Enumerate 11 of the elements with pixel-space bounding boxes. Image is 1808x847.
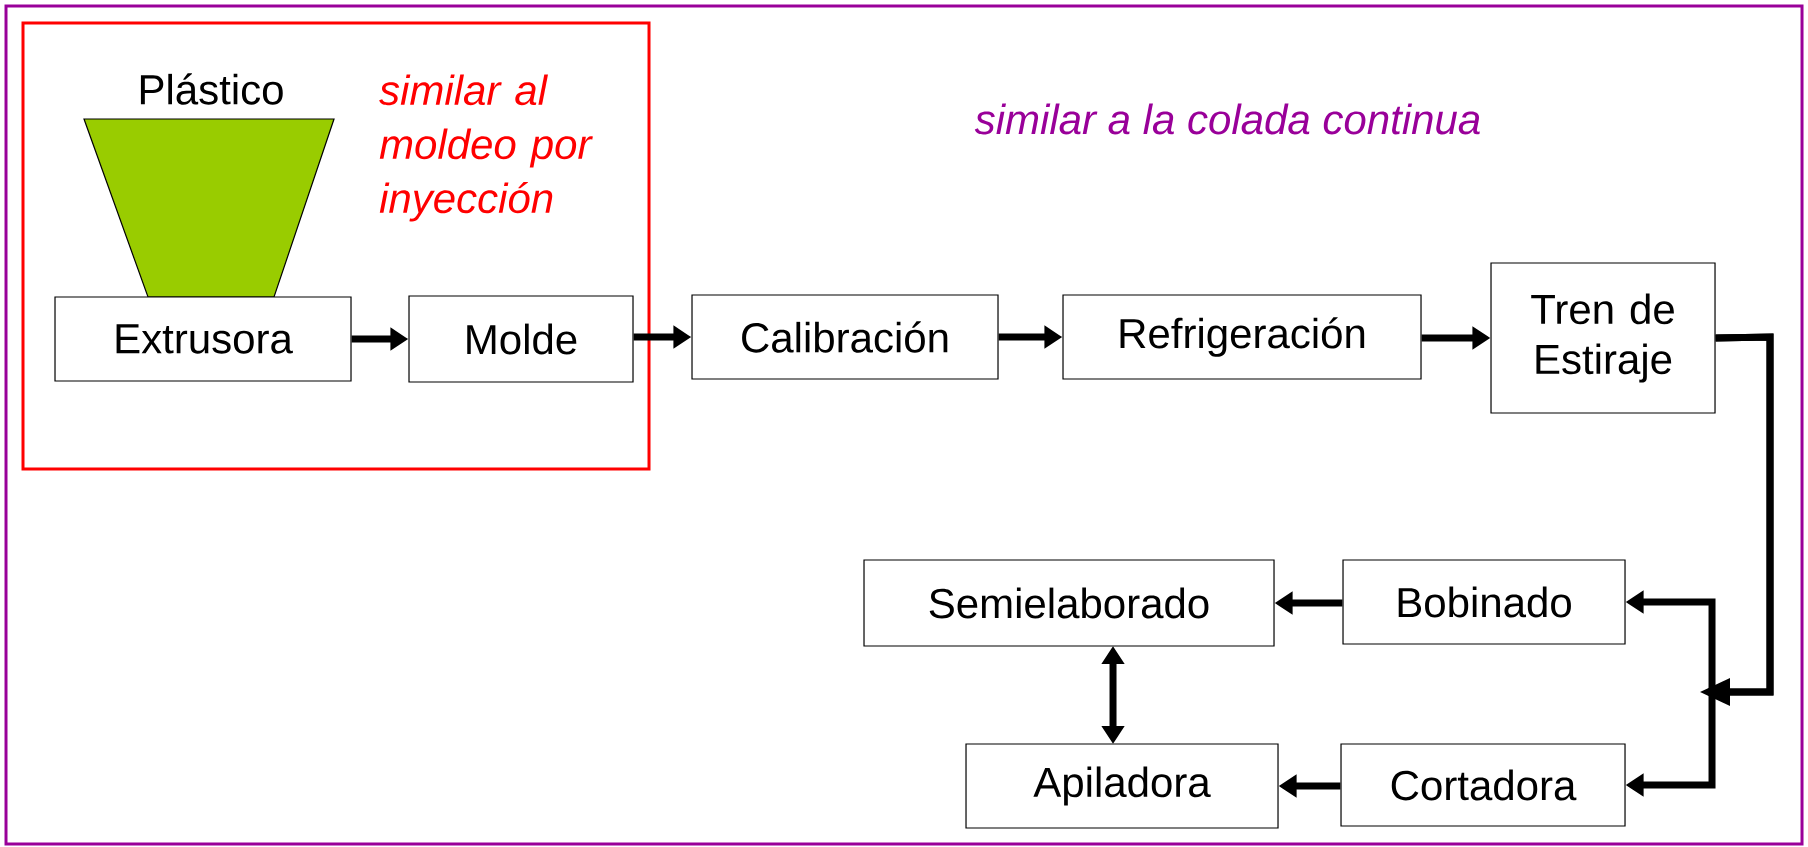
process-box: Calibración <box>691 294 999 380</box>
process-box: Refrigeración <box>1062 294 1422 380</box>
process-box: Tren de Estiraje <box>1490 262 1716 414</box>
process-box: Apiladora <box>965 743 1279 829</box>
process-box: Molde <box>408 295 634 383</box>
node-label: Plástico <box>140 73 283 105</box>
process-box: Bobinado <box>1342 559 1626 645</box>
process-box: Extrusora <box>54 296 352 382</box>
process-box: Cortadora <box>1340 743 1626 827</box>
hopper: Plástico <box>83 73 335 298</box>
process-box: Semielaborado <box>863 559 1275 647</box>
